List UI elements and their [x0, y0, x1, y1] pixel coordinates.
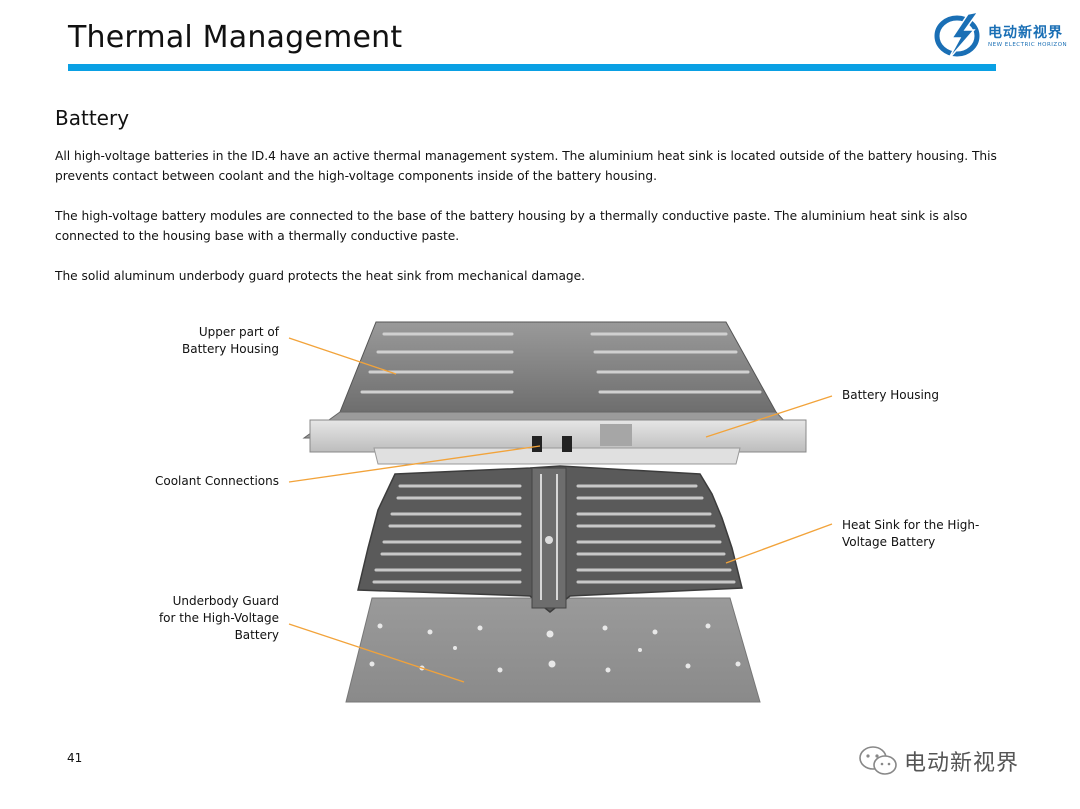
label-battery-housing: Battery Housing — [842, 388, 940, 402]
section-heading: Battery — [55, 106, 130, 130]
leader-coolant — [288, 445, 541, 483]
paragraph-3: The solid aluminum underbody guard prote… — [55, 269, 586, 283]
logo-en-text: NEW ELECTRIC HORIZON — [988, 42, 1068, 48]
underbody-guard-plate — [345, 597, 761, 703]
leader-lines — [288, 337, 833, 683]
watermark-text: 电动新视界 — [904, 751, 1020, 776]
page-title: Thermal Management — [68, 20, 403, 55]
brand-logo: 电动新视界 NEW ELECTRIC HORIZON — [930, 8, 1075, 62]
leader-upper-housing — [288, 337, 397, 375]
label-coolant-connections: Coolant Connections — [154, 474, 279, 488]
label-underbody-guard: Underbody Guard for the High-Voltage Bat… — [158, 594, 279, 642]
label-heat-sink: Heat Sink for the High- Voltage Battery — [842, 518, 980, 549]
chat-bubbles-icon — [859, 746, 897, 775]
watermark: 电动新视界 — [858, 744, 1019, 778]
paragraph-2: The high-voltage battery modules are con… — [55, 209, 968, 243]
leader-battery-housing — [705, 395, 833, 438]
logo-cn-text: 电动新视界 — [988, 25, 1063, 41]
paragraph-1: All high-voltage batteries in the ID.4 h… — [55, 149, 997, 183]
title-underline — [68, 64, 996, 71]
heat-sink — [357, 465, 743, 613]
leader-heat-sink — [725, 523, 833, 564]
page-number: 41 — [67, 751, 83, 765]
lightning-globe-icon — [934, 10, 980, 61]
battery-housing — [302, 321, 807, 465]
leader-underbody — [288, 623, 465, 683]
label-upper-housing: Upper part of Battery Housing — [181, 325, 279, 356]
